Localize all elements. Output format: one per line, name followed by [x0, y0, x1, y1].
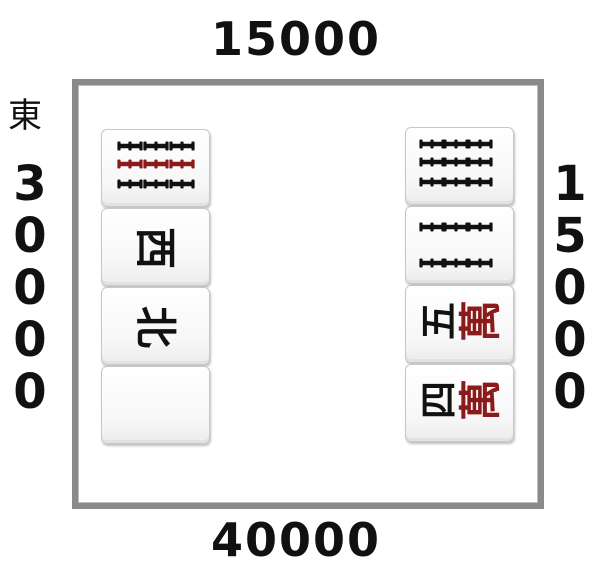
- five-of-characters-tile-icon: 五: [416, 301, 462, 341]
- bamboo-node: [154, 159, 158, 169]
- bamboo-node: [128, 141, 132, 151]
- bamboo-node: [165, 179, 169, 189]
- bamboo-node: [180, 179, 184, 189]
- bamboo-node: [443, 258, 447, 268]
- bottom-player-score: 40000: [210, 513, 382, 567]
- bamboo-node: [419, 258, 423, 268]
- top-player-score: 15000: [210, 12, 382, 66]
- bamboo-node: [117, 179, 121, 189]
- bamboo-node: [467, 139, 471, 149]
- bamboo-node: [489, 258, 493, 268]
- bamboo-node: [478, 222, 482, 232]
- bamboo-node: [467, 157, 471, 167]
- bamboo-node: [139, 141, 143, 151]
- bamboo-node: [169, 179, 173, 189]
- bamboo-node: [143, 179, 147, 189]
- wan-character-icon: 萬: [456, 299, 506, 343]
- bamboo-node: [467, 222, 471, 232]
- right-player-score: 15000: [553, 156, 587, 420]
- bamboo-node: [139, 179, 143, 189]
- bamboo-node: [467, 177, 471, 187]
- bamboo-node: [128, 159, 132, 169]
- bamboo-node: [180, 141, 184, 151]
- bamboo-node: [454, 157, 458, 167]
- bamboo-node: [169, 141, 173, 151]
- bamboo-node: [489, 177, 493, 187]
- bamboo-node: [154, 179, 158, 189]
- bamboo-node: [443, 222, 447, 232]
- bamboo-node: [454, 139, 458, 149]
- bamboo-node: [489, 222, 493, 232]
- bamboo-node: [165, 141, 169, 151]
- right-discard-five-of-characters[interactable]: 五 萬: [405, 285, 514, 363]
- bamboo-node: [489, 157, 493, 167]
- bamboo-node: [430, 157, 434, 167]
- bamboo-node: [478, 177, 482, 187]
- bamboo-node: [169, 159, 173, 169]
- right-discard-four-of-characters[interactable]: 四 萬: [405, 364, 514, 442]
- six-of-bamboo-tile-icon: [419, 222, 493, 268]
- bamboo-node: [117, 141, 121, 151]
- round-wind-indicator: 東: [8, 96, 42, 136]
- bamboo-node: [419, 222, 423, 232]
- four-of-characters-tile-icon: 四: [416, 380, 462, 420]
- bamboo-node: [430, 258, 434, 268]
- bamboo-node: [478, 157, 482, 167]
- bamboo-node: [467, 258, 471, 268]
- bamboo-node: [489, 139, 493, 149]
- bamboo-node: [143, 159, 147, 169]
- left-player-score: 30000: [13, 156, 47, 420]
- bamboo-node: [180, 159, 184, 169]
- bamboo-node: [143, 141, 147, 151]
- bamboo-node: [430, 139, 434, 149]
- bamboo-node: [128, 179, 132, 189]
- nine-of-bamboo-tile-icon: [117, 141, 195, 189]
- bamboo-node: [443, 177, 447, 187]
- bamboo-node: [139, 159, 143, 169]
- bamboo-node: [419, 177, 423, 187]
- bamboo-node: [191, 179, 195, 189]
- bamboo-node: [191, 159, 195, 169]
- right-discard-nine-of-bamboo[interactable]: [405, 127, 514, 205]
- bamboo-node: [191, 141, 195, 151]
- bamboo-node: [478, 258, 482, 268]
- bamboo-node: [430, 177, 434, 187]
- left-discard-north-wind[interactable]: 北: [101, 287, 210, 365]
- bamboo-node: [154, 141, 158, 151]
- right-discard-six-of-bamboo[interactable]: [405, 206, 514, 284]
- north-wind-tile-icon: 北: [131, 305, 181, 349]
- bamboo-node: [454, 258, 458, 268]
- bamboo-node: [478, 139, 482, 149]
- bamboo-node: [454, 177, 458, 187]
- bamboo-node: [419, 139, 423, 149]
- west-wind-tile-icon: 西: [131, 226, 181, 270]
- nine-of-bamboo-tile-icon: [419, 139, 493, 187]
- bamboo-node: [419, 157, 423, 167]
- left-discard-blank[interactable]: [101, 366, 210, 444]
- bamboo-node: [117, 159, 121, 169]
- bamboo-node: [430, 222, 434, 232]
- bamboo-node: [165, 159, 169, 169]
- bamboo-node: [443, 139, 447, 149]
- bamboo-node: [454, 222, 458, 232]
- left-discard-west-wind[interactable]: 西: [101, 208, 210, 286]
- left-discard-nine-of-bamboo[interactable]: [101, 129, 210, 207]
- wan-character-icon: 萬: [456, 378, 506, 422]
- bamboo-node: [443, 157, 447, 167]
